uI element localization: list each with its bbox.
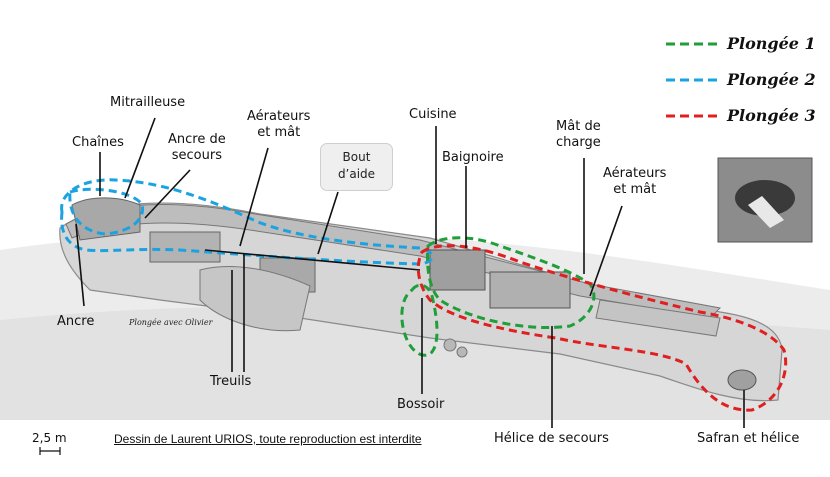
pointer-bout-aide-line [204,249,421,271]
label-helice-de-secours: Hélice de secours [494,431,609,446]
label-aerateurs-2-line-1: Aérateurs [603,166,667,181]
label-aerateurs-et-mat-2: Aérateurs et mât [603,166,666,198]
inset-photo-highlight [748,196,784,228]
label-bout-line-2: d’aide [337,167,376,181]
route-plongee-1 [426,236,596,330]
scale-label: 2,5 m [32,431,67,445]
hull [59,202,783,402]
label-mat-de-charge: Mât de charge [556,119,601,151]
pointer-ancre [75,223,85,307]
bow-structure [71,197,141,241]
label-baignoire: Baignoire [442,150,504,165]
rock-1 [443,338,457,352]
signature: Plongée avec Olivier [129,318,213,327]
pointer-bout-aide [317,191,339,255]
label-aerateurs-1-line-1: Aérateurs [247,109,311,124]
legend-label-plongee-3: Plongée 3 [727,106,816,125]
label-aerateurs-et-mat-1: Aérateurs et mât [247,109,310,141]
scale-bar [39,447,61,455]
label-aerateurs-2-line-2: et mât [613,182,657,197]
pointer-mitrailleuse [124,117,156,199]
pointer-aerateurs-2 [589,205,623,297]
label-bossoir: Bossoir [397,397,445,412]
hatch-1 [149,231,221,263]
label-mat-line-2: charge [556,135,601,150]
label-mat-line-1: Mât de [556,119,601,134]
route-plongee-2-bow [68,187,145,236]
label-bout-d-aide: Bout d’aide [320,143,393,191]
propeller [727,369,757,391]
legend-label-plongee-2: Plongée 2 [727,70,816,89]
credit: Dessin de Laurent URIOS, toute reproduct… [114,432,422,446]
label-ancre: Ancre [57,314,95,329]
hull-break [199,266,311,332]
inset-photo-frame [717,157,813,243]
label-aerateurs-1-line-2: et mât [257,125,301,140]
label-chaines: Chaînes [72,135,124,150]
pointer-lines [75,117,745,428]
label-safran-et-helice: Safran et hélice [697,431,800,446]
label-bout-line-1: Bout [342,150,371,164]
stern-deck [595,299,721,337]
kitchen-structure [429,249,486,291]
label-cuisine: Cuisine [409,107,457,122]
rock-2 [456,346,468,358]
route-plongee-3 [416,244,788,412]
pointer-ancre-secours [144,169,191,219]
label-mitrailleuse: Mitrailleuse [110,95,186,110]
legend-label-plongee-1: Plongée 1 [727,34,816,53]
label-ancre-de-secours: Ancre de secours [168,132,226,164]
label-ancre-de-secours-line-2: secours [171,148,222,163]
route-plongee-1-bossoir [400,283,439,357]
label-ancre-de-secours-line-1: Ancre de [168,132,226,147]
label-treuils: Treuils [210,374,252,389]
route-plongee-2 [60,178,434,266]
pointer-aerateurs-1 [239,147,269,247]
bath-structure [489,271,571,309]
